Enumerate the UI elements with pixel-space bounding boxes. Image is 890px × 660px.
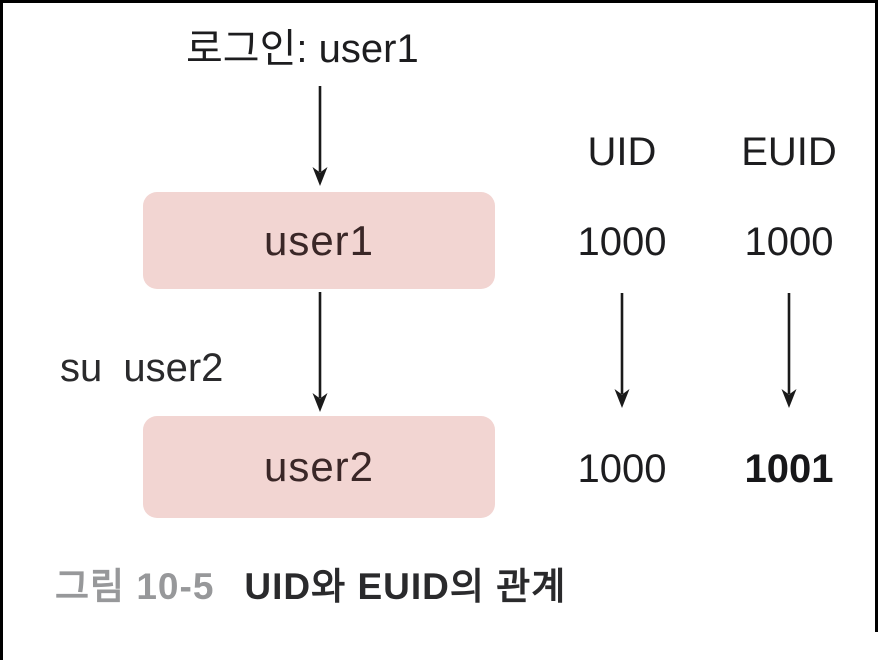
frame-border-right (875, 0, 878, 632)
arrow-down-icon (312, 292, 328, 412)
arrow-uid-column (612, 293, 632, 408)
user1-box: user1 (143, 192, 495, 289)
uid-column-header: UID (587, 130, 657, 174)
arrow-user1-to-user2 (310, 292, 330, 412)
figure-caption-number: 그림 10-5 (55, 566, 215, 607)
arrow-down-icon (614, 293, 630, 408)
euid-column-header: EUID (741, 130, 837, 174)
user2-box-label: user2 (263, 443, 375, 490)
arrow-euid-column (779, 293, 799, 408)
arrow-down-icon (781, 293, 797, 408)
arrow-down-icon (312, 86, 328, 186)
user2-uid-value: 1000 (577, 447, 667, 491)
figure-caption: 그림 10-5 UID와 EUID의 관계 (55, 556, 566, 610)
user1-box-label: user1 (263, 216, 375, 264)
user1-uid-value: 1000 (577, 220, 667, 264)
login-label: 로그인: user1 (186, 27, 419, 71)
frame-border-top (0, 0, 878, 3)
arrow-login-to-user1 (310, 86, 330, 186)
figure-caption-title: UID와 EUID의 관계 (244, 566, 567, 607)
user2-euid-value: 1001 (744, 447, 834, 491)
su-command-label: su user2 (60, 346, 224, 390)
user2-box: user2 (143, 416, 495, 518)
user1-euid-value: 1000 (744, 220, 834, 264)
frame-border-left (0, 0, 3, 660)
